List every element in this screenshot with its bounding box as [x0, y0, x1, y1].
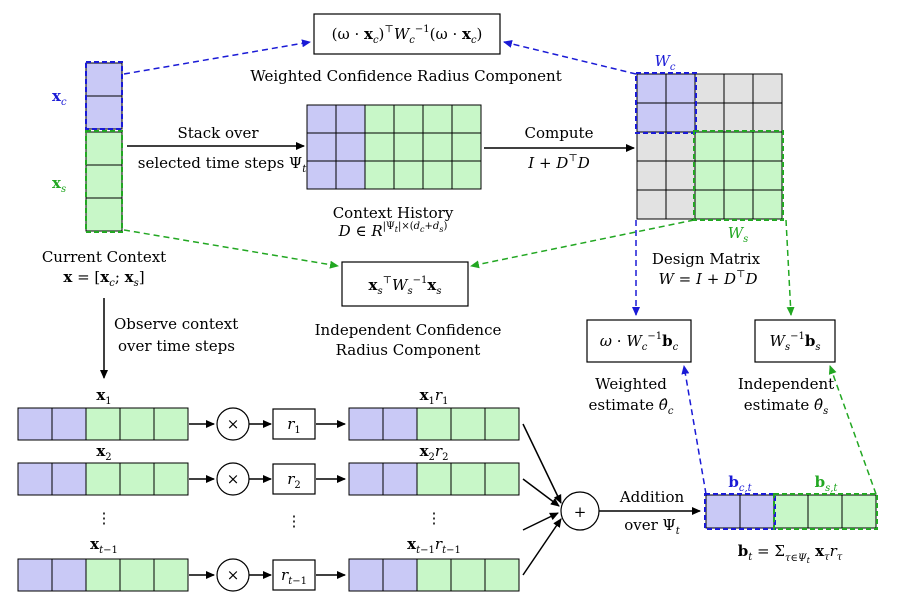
- multiply-symbol-t: ×: [227, 566, 240, 584]
- design-matrix-equation: W = I + D⊤D: [658, 269, 757, 288]
- xt1-label: xt−1: [90, 535, 118, 556]
- ws-to-independent-arrow: [470, 219, 695, 269]
- observe-label-2: over time steps: [118, 337, 235, 355]
- weighted-estimate-label-1: Weighted: [595, 375, 667, 393]
- addition-label: Addition: [619, 488, 685, 506]
- current-context-label: Current Context: [42, 248, 166, 266]
- vdots-left: ⋮: [97, 509, 112, 527]
- xc-to-weighted-arrow: [123, 39, 311, 75]
- observe-label-1: Observe context: [114, 315, 238, 333]
- current-context-equation: x = [xc; xs]: [63, 268, 144, 289]
- compute-label: Compute: [525, 124, 594, 142]
- stack-over-label: Stack over: [177, 124, 259, 142]
- ws-to-estimate-arrow: [785, 219, 795, 316]
- context-history-label: Context History: [333, 204, 454, 222]
- sum-symbol: +: [574, 503, 587, 521]
- independent-estimate-label-1: Independent: [738, 375, 834, 393]
- multiply-symbol-2: ×: [227, 470, 240, 488]
- independent-radius-label-2: Radius Component: [336, 341, 481, 359]
- weighted-radius-formula: (ω · xc)⊤Wc−1(ω · xc): [332, 24, 483, 46]
- sum-arrow-4: [522, 518, 562, 576]
- independent-radius-label-1: Independent Confidence: [315, 321, 502, 339]
- wc-to-weighted-arrow: [503, 39, 637, 75]
- r2-box: [272, 463, 316, 495]
- weighted-estimate-box: [586, 319, 692, 363]
- independent-estimate-box: [754, 319, 836, 363]
- current-context-vector: [85, 61, 123, 233]
- observation-row-t-1: [17, 558, 189, 592]
- bt-equation: bt = Στ∈Ψt xτrτ: [738, 542, 843, 565]
- context-history-equation: D ∈ R|Ψt|×(dc+ds): [338, 221, 448, 240]
- r1-label: r1: [287, 415, 301, 436]
- weighted-row-2: [348, 462, 520, 496]
- r2-label: r2: [287, 470, 301, 491]
- xt1rt1-label: xt−1rt−1: [407, 535, 461, 556]
- over-psi-label: over Ψt: [624, 516, 680, 537]
- weighted-radius-box: [313, 13, 501, 55]
- xc-label: xc: [52, 87, 67, 108]
- design-matrix: [635, 72, 784, 221]
- xs-to-independent-arrow: [123, 229, 339, 269]
- bst-label: bs,t: [815, 473, 839, 494]
- bct-to-estimate-arrow: [681, 365, 707, 495]
- sum-arrow-1: [522, 423, 562, 504]
- bt-vector: [704, 493, 878, 530]
- rt1-box: [272, 559, 316, 591]
- compute-equation: I + D⊤D: [527, 153, 590, 172]
- selected-steps-label: selected time steps Ψt: [138, 154, 307, 175]
- weighted-estimate-label-2: estimate θ̂c: [589, 396, 674, 417]
- vdots-right: ⋮: [427, 509, 442, 527]
- wc-label: Wc: [654, 52, 675, 73]
- observation-row-2: [17, 462, 189, 496]
- weighted-row-t-1: [348, 558, 520, 592]
- xs-label: xs: [52, 174, 66, 195]
- ws-label: Ws: [728, 224, 749, 245]
- rt1-label: rt−1: [281, 566, 307, 587]
- multiply-symbol-1: ×: [227, 415, 240, 433]
- independent-radius-box: [341, 261, 469, 307]
- weighted-estimate-formula: ω · Wc−1bc: [600, 331, 679, 353]
- bct-label: bc,t: [728, 473, 752, 494]
- observation-row-1: [17, 407, 189, 441]
- design-matrix-label: Design Matrix: [652, 250, 761, 268]
- weighted-radius-label: Weighted Confidence Radius Component: [250, 67, 561, 85]
- sum-arrow-3: [522, 512, 559, 531]
- independent-estimate-formula: Ws−1bs: [770, 331, 821, 353]
- x1r1-label: x1r1: [420, 386, 449, 407]
- x2r2-label: x2r2: [420, 442, 449, 463]
- x2-label: x2: [96, 442, 111, 463]
- r1-box: [272, 408, 316, 440]
- vdots-r: ⋮: [287, 512, 302, 530]
- bst-to-estimate-arrow: [828, 365, 877, 495]
- x1-label: x1: [96, 386, 111, 407]
- context-history-matrix: [306, 104, 482, 190]
- weighted-row-1: [348, 407, 520, 441]
- independent-radius-formula: xs⊤Ws−1xs: [369, 275, 442, 297]
- independent-estimate-label-2: estimate θ̂s: [744, 396, 828, 417]
- sum-arrow-2: [522, 478, 560, 507]
